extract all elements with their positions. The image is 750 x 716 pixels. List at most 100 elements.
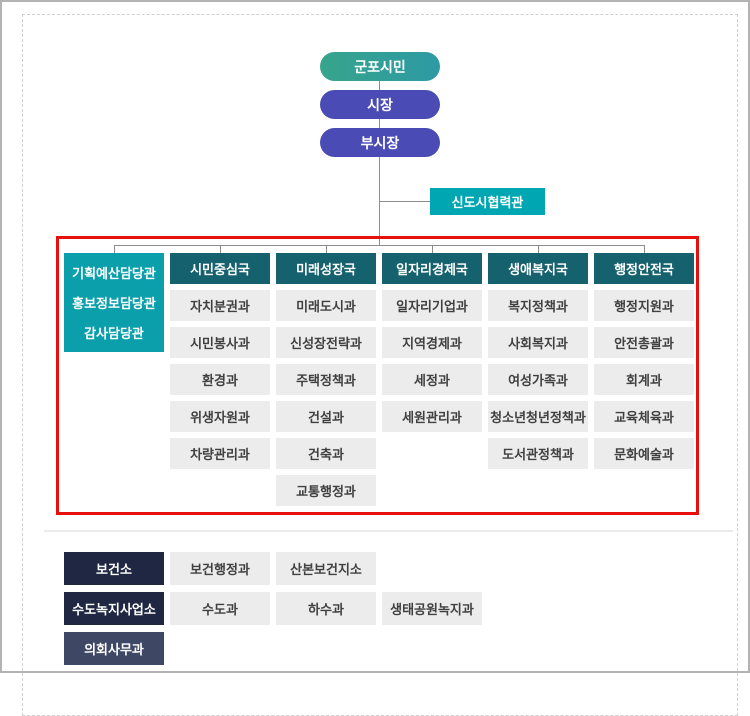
- division-cell: 환경과: [170, 364, 270, 395]
- staff-office-label: 기획예산담당관: [72, 265, 156, 281]
- node-new-town-office-label: 신도시협력관: [451, 195, 524, 210]
- bureau-header-5: 행정안전국: [594, 253, 694, 284]
- bureau-header-3-label: 일자리경제국: [396, 262, 468, 277]
- node-mayor-label: 시장: [367, 96, 393, 113]
- division-cell: 자치분권과: [170, 290, 270, 321]
- division-cell-label: 건설과: [308, 410, 344, 425]
- division-cell-label: 시민봉사과: [190, 336, 250, 351]
- affiliated-division-cell-label: 수도과: [202, 602, 238, 617]
- division-cell: 회계과: [594, 364, 694, 395]
- division-cell: 교통행정과: [276, 475, 376, 506]
- affiliated-division-cell: 수도과: [170, 592, 270, 625]
- affiliated-header-1: 수도녹지사업소: [64, 592, 164, 625]
- division-cell-label: 위생자원과: [190, 410, 250, 425]
- staff-office-label: 홍보정보담당관: [72, 295, 156, 311]
- division-cell-label: 세원관리과: [402, 410, 462, 425]
- bureau-header-3: 일자리경제국: [382, 253, 482, 284]
- division-cell-label: 교육체육과: [614, 410, 674, 425]
- division-cell: 차량관리과: [170, 438, 270, 469]
- connector-line: [379, 81, 380, 90]
- affiliated-division-cell: 하수과: [276, 592, 376, 625]
- division-cell-label: 환경과: [202, 373, 238, 388]
- division-cell-label: 복지정책과: [508, 299, 568, 314]
- division-cell-label: 안전총괄과: [614, 336, 674, 351]
- division-cell-label: 여성가족과: [508, 373, 568, 388]
- division-cell-label: 차량관리과: [190, 447, 250, 462]
- affiliated-division-cell-label: 하수과: [308, 602, 344, 617]
- division-cell: 청소년청년정책과: [488, 401, 588, 432]
- bureau-header-2: 미래성장국: [276, 253, 376, 284]
- division-cell-label: 주택정책과: [296, 373, 356, 388]
- division-cell-label: 행정지원과: [614, 299, 674, 314]
- section-divider: [44, 530, 733, 532]
- affiliated-division-cell-label: 산본보건지소: [290, 562, 362, 577]
- node-vice-mayor-label: 부시장: [360, 134, 400, 151]
- division-cell: 일자리기업과: [382, 290, 482, 321]
- division-cell-label: 자치분권과: [190, 299, 250, 314]
- bureau-header-4-label: 생애복지국: [508, 262, 568, 277]
- connector-stub: [326, 246, 327, 253]
- highlight-box: [56, 236, 699, 515]
- division-cell-label: 교통행정과: [296, 484, 356, 499]
- affiliated-division-cell-label: 보건행정과: [190, 562, 250, 577]
- connector-line: [379, 119, 380, 128]
- connector-line: [379, 157, 380, 246]
- connector-stub: [220, 246, 221, 253]
- affiliated-division-cell: 보건행정과: [170, 552, 270, 585]
- division-cell: 여성가족과: [488, 364, 588, 395]
- bureau-header-1-label: 시민중심국: [190, 262, 250, 277]
- affiliated-header-1-label: 수도녹지사업소: [72, 602, 156, 617]
- connector-stub: [644, 246, 645, 253]
- division-cell: 도서관정책과: [488, 438, 588, 469]
- bureau-header-2-label: 미래성장국: [296, 262, 356, 277]
- division-cell: 위생자원과: [170, 401, 270, 432]
- division-cell: 신성장전략과: [276, 327, 376, 358]
- bureau-header-5-label: 행정안전국: [614, 262, 674, 277]
- affiliated-header-2: 의회사무과: [64, 632, 164, 665]
- division-cell: 건설과: [276, 401, 376, 432]
- division-cell-label: 지역경제과: [402, 336, 462, 351]
- node-mayor: 시장: [320, 90, 440, 119]
- connector-stub: [114, 246, 115, 253]
- division-cell-label: 건축과: [308, 447, 344, 462]
- division-cell: 주택정책과: [276, 364, 376, 395]
- affiliated-division-cell: 생태공원녹지과: [382, 592, 482, 625]
- division-cell-label: 청소년청년정책과: [490, 410, 586, 425]
- division-cell-label: 미래도시과: [296, 299, 356, 314]
- connector-line: [380, 201, 430, 202]
- division-cell: 미래도시과: [276, 290, 376, 321]
- affiliated-division-cell-label: 생태공원녹지과: [390, 602, 474, 617]
- connector-bus-line: [114, 245, 645, 246]
- affiliated-header-2-label: 의회사무과: [84, 642, 144, 657]
- division-cell-label: 회계과: [626, 373, 662, 388]
- node-citizens-label: 군포시민: [354, 58, 406, 75]
- bureau-header-4: 생애복지국: [488, 253, 588, 284]
- division-cell: 안전총괄과: [594, 327, 694, 358]
- division-cell-label: 도서관정책과: [502, 447, 574, 462]
- division-cell: 행정지원과: [594, 290, 694, 321]
- division-cell: 문화예술과: [594, 438, 694, 469]
- division-cell-label: 일자리기업과: [396, 299, 468, 314]
- connector-stub: [538, 246, 539, 253]
- bureau-header-1: 시민중심국: [170, 253, 270, 284]
- node-vice-mayor: 부시장: [320, 128, 440, 157]
- division-cell-label: 문화예술과: [614, 447, 674, 462]
- affiliated-division-cell: 산본보건지소: [276, 552, 376, 585]
- division-cell: 사회복지과: [488, 327, 588, 358]
- division-cell: 세원관리과: [382, 401, 482, 432]
- division-cell: 시민봉사과: [170, 327, 270, 358]
- connector-stub: [432, 246, 433, 253]
- staff-office-label: 감사담당관: [84, 326, 144, 342]
- division-cell-label: 신성장전략과: [290, 336, 362, 351]
- division-cell: 교육체육과: [594, 401, 694, 432]
- division-cell-label: 세정과: [414, 373, 450, 388]
- division-cell-label: 사회복지과: [508, 336, 568, 351]
- node-citizens: 군포시민: [320, 52, 440, 81]
- division-cell: 복지정책과: [488, 290, 588, 321]
- division-cell: 지역경제과: [382, 327, 482, 358]
- division-cell: 건축과: [276, 438, 376, 469]
- node-new-town-office: 신도시협력관: [430, 188, 545, 215]
- division-cell: 세정과: [382, 364, 482, 395]
